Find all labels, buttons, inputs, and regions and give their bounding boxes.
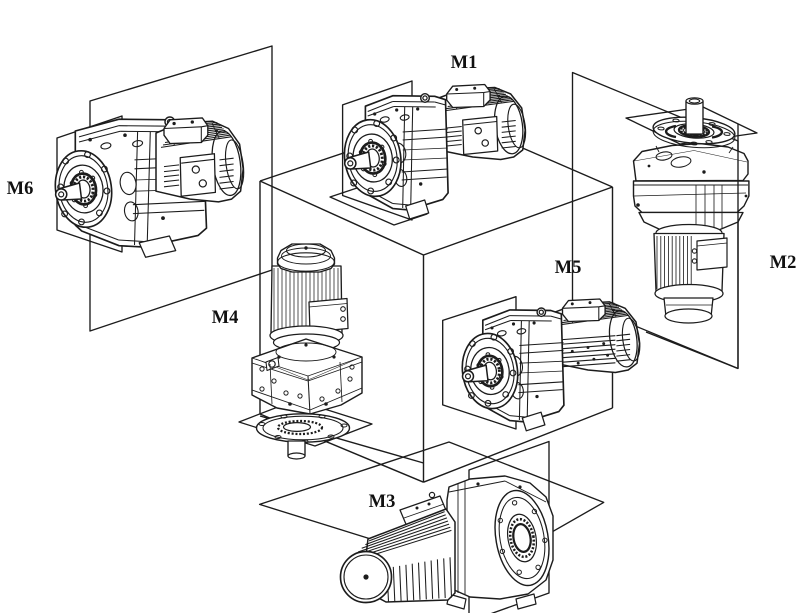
- svg-text:M3: M3: [369, 492, 396, 512]
- svg-text:M2: M2: [770, 253, 797, 273]
- svg-text:M6: M6: [7, 179, 34, 199]
- svg-text:M1: M1: [451, 53, 478, 73]
- svg-text:M4: M4: [212, 308, 239, 328]
- svg-text:M5: M5: [555, 258, 582, 278]
